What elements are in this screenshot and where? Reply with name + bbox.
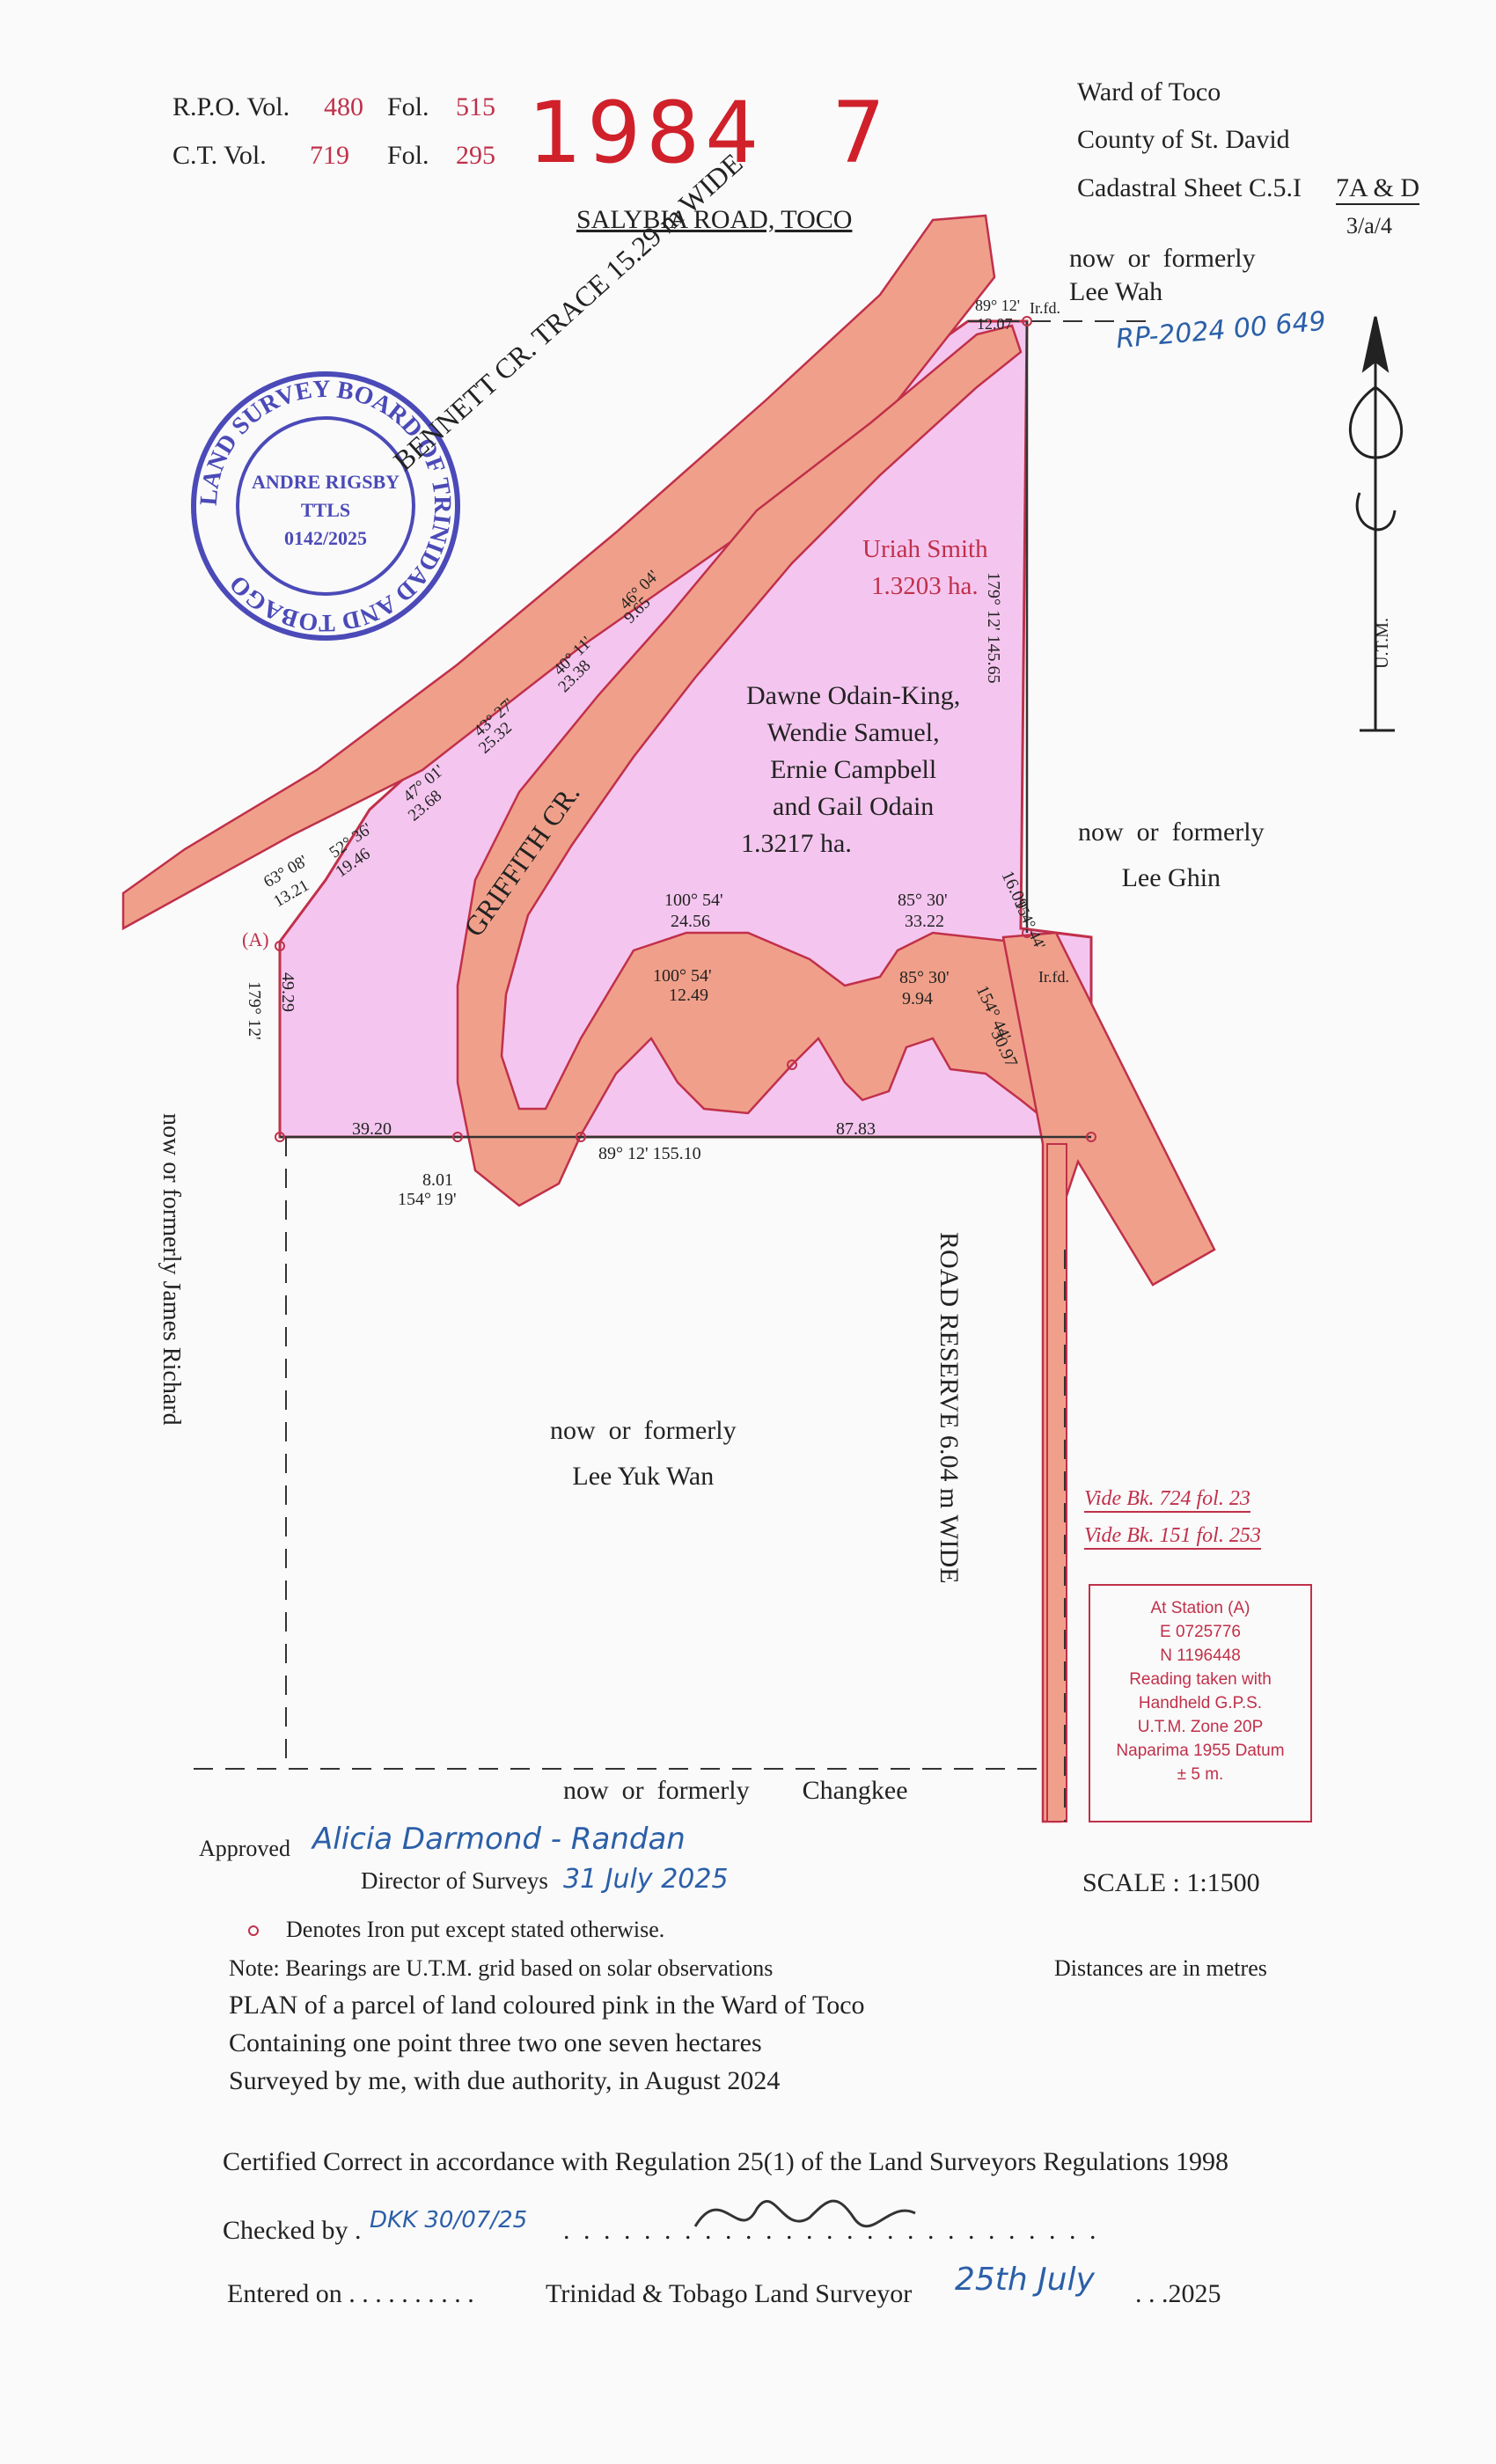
stamp-name: ANDRE RIGSBY	[252, 471, 400, 493]
certified-statement: Certified Correct in accordance with Reg…	[223, 2147, 1229, 2176]
owner-3: Ernie Campbell	[770, 755, 937, 784]
note-distances: Distances are in metres	[1054, 1955, 1267, 1981]
dim-label-19: 9.94	[902, 989, 933, 1008]
dim-label-13: 24.56	[671, 912, 710, 931]
upper-parcel-owner: Uriah Smith	[862, 535, 988, 563]
griffith-road	[456, 324, 1103, 1207]
location-title: SALYBIA ROAD, TOCO	[576, 205, 853, 234]
surveyor-date: 25th July	[955, 2262, 1095, 2298]
station-line-7: ± 5 m.	[1177, 1765, 1224, 1784]
dim-label-14: 85° 30'	[898, 891, 948, 910]
north-top-bearing: 89° 12'	[975, 297, 1020, 314]
vide-ref-2: Vide Bk. 151 fol. 253	[1084, 1524, 1261, 1550]
road-reserve-strip	[1046, 1143, 1067, 1822]
plan-desc-2: Containing one point three two one seven…	[229, 2028, 762, 2057]
station-line-0: At Station (A)	[1150, 1599, 1250, 1617]
surveyor-stamp: LAND SURVEY BOARD OF TRINIDAD AND TOBAGO…	[191, 371, 460, 641]
dim-label-12: 100° 54'	[664, 891, 723, 910]
station-line-3: Reading taken with	[1129, 1670, 1272, 1689]
dim-label-18: 85° 30'	[899, 968, 950, 987]
note-bearings: Note: Bearings are U.T.M. grid based on …	[229, 1955, 774, 1981]
owner-2: Wendie Samuel,	[766, 718, 940, 747]
iron-found-1: Ir.fd.	[1030, 299, 1060, 317]
station-info-box: At Station (A) E 0725776 N 1196448 Readi…	[1089, 1584, 1312, 1822]
station-line-5: U.T.M. Zone 20P	[1137, 1718, 1264, 1736]
rpo-fol-label: Fol.	[387, 92, 429, 121]
station-line-6: Naparima 1955 Datum	[1116, 1742, 1285, 1760]
cadastral-sheet: Cadastral Sheet C.5.I	[1077, 173, 1302, 202]
rpo-vol: 480	[324, 92, 363, 121]
checked-value: DKK 30/07/25	[370, 2207, 528, 2233]
dim-label-16: 100° 54'	[653, 966, 712, 986]
ct-fol: 295	[456, 141, 495, 170]
main-parcel-area: 1.3217 ha.	[741, 829, 852, 858]
dim-bottom-left-bearing: 154° 19'	[398, 1190, 457, 1209]
ct-fol-label: Fol.	[387, 141, 429, 170]
north-top-dist: 12.07	[977, 315, 1013, 333]
county: County of St. David	[1077, 125, 1290, 154]
neighbour-south-central: now or formerly Lee Yuk Wan	[550, 1416, 737, 1491]
main-parcel-owners: Dawne Odain-King, Wendie Samuel, Ernie C…	[746, 678, 960, 825]
approved-signature: Alicia Darmond - Randan	[312, 1822, 686, 1857]
cadastral-ref: 7A & D	[1336, 173, 1420, 205]
approved-label: Approved	[199, 1836, 290, 1861]
stamp-number: 0142/2025	[284, 527, 367, 549]
road-reserve-label: ROAD RESERVE 6.04 m WIDE	[935, 1232, 964, 1584]
dim-bottom-2: 89° 12' 155.10	[598, 1144, 701, 1163]
checked-dots: . . . . . . . . . . . . . . . . . . . . …	[563, 2216, 1100, 2245]
plan-desc-1: PLAN of a parcel of land coloured pink i…	[229, 1991, 865, 2020]
checked-label: Checked by .	[223, 2216, 362, 2245]
neighbour-east: now or formerly Lee Ghin	[1078, 818, 1265, 892]
entered-label: Entered on . . . . . . . . . .	[227, 2279, 474, 2308]
owner-1: Dawne Odain-King,	[746, 681, 961, 710]
dim-label-15: 33.22	[905, 912, 944, 931]
director-label: Director of Surveys	[361, 1867, 548, 1894]
rpo-label: R.P.O. Vol.	[172, 92, 290, 121]
note-iron: Denotes Iron put except stated otherwise…	[286, 1917, 665, 1942]
dim-west-dist: 49.29	[278, 972, 297, 1012]
station-line-1: E 0725776	[1160, 1623, 1241, 1641]
north-arrow	[1349, 316, 1404, 732]
dim-east: 179° 12' 145.65	[984, 572, 1003, 684]
ward: Ward of Toco	[1077, 77, 1221, 106]
dim-bottom-3: 87.83	[836, 1119, 876, 1139]
dim-bottom-1: 39.20	[352, 1119, 392, 1139]
iron-marker-icon	[248, 1925, 259, 1936]
bennett-trace-road	[121, 214, 996, 931]
surveyor-signature	[693, 2199, 916, 2228]
surveyor-label: Trinidad & Tobago Land Surveyor	[546, 2279, 913, 2308]
ct-vol: 719	[310, 141, 349, 170]
plan-suffix: 7	[832, 84, 891, 182]
surveyor-year: . . .2025	[1135, 2279, 1221, 2308]
vide-ref-1: Vide Bk. 724 fol. 23	[1084, 1487, 1250, 1513]
plan-number: 1984	[528, 84, 765, 182]
neighbour-south: now or formerly Changkee	[563, 1776, 908, 1805]
rpo-fol: 515	[456, 92, 495, 121]
neighbour-west: now or formerly James Richard	[158, 1113, 185, 1426]
dim-bottom-left-dist: 8.01	[422, 1170, 453, 1190]
station-line-2: N 1196448	[1160, 1646, 1241, 1665]
ct-label: C.T. Vol.	[172, 141, 267, 170]
station-line-4: Handheld G.P.S.	[1138, 1694, 1263, 1712]
upper-parcel-area: 1.3203 ha.	[871, 572, 979, 600]
dim-label-17: 12.49	[669, 986, 708, 1005]
utm-label: U.T.M.	[1373, 618, 1392, 669]
scale-label: SCALE : 1:1500	[1082, 1868, 1260, 1897]
neighbour-north: now or formerly Lee Wah	[1069, 244, 1256, 306]
director-date: 31 July 2025	[563, 1864, 729, 1895]
stamp-title: TTLS	[301, 499, 350, 521]
owner-4: and Gail Odain	[773, 792, 935, 821]
station-a-label: (A)	[242, 928, 269, 950]
plan-desc-3: Surveyed by me, with due authority, in A…	[229, 2066, 781, 2095]
cadastral-sub: 3/a/4	[1346, 213, 1392, 238]
iron-found-2: Ir.fd.	[1038, 968, 1069, 986]
dim-west-bearing: 179° 12'	[245, 981, 264, 1040]
